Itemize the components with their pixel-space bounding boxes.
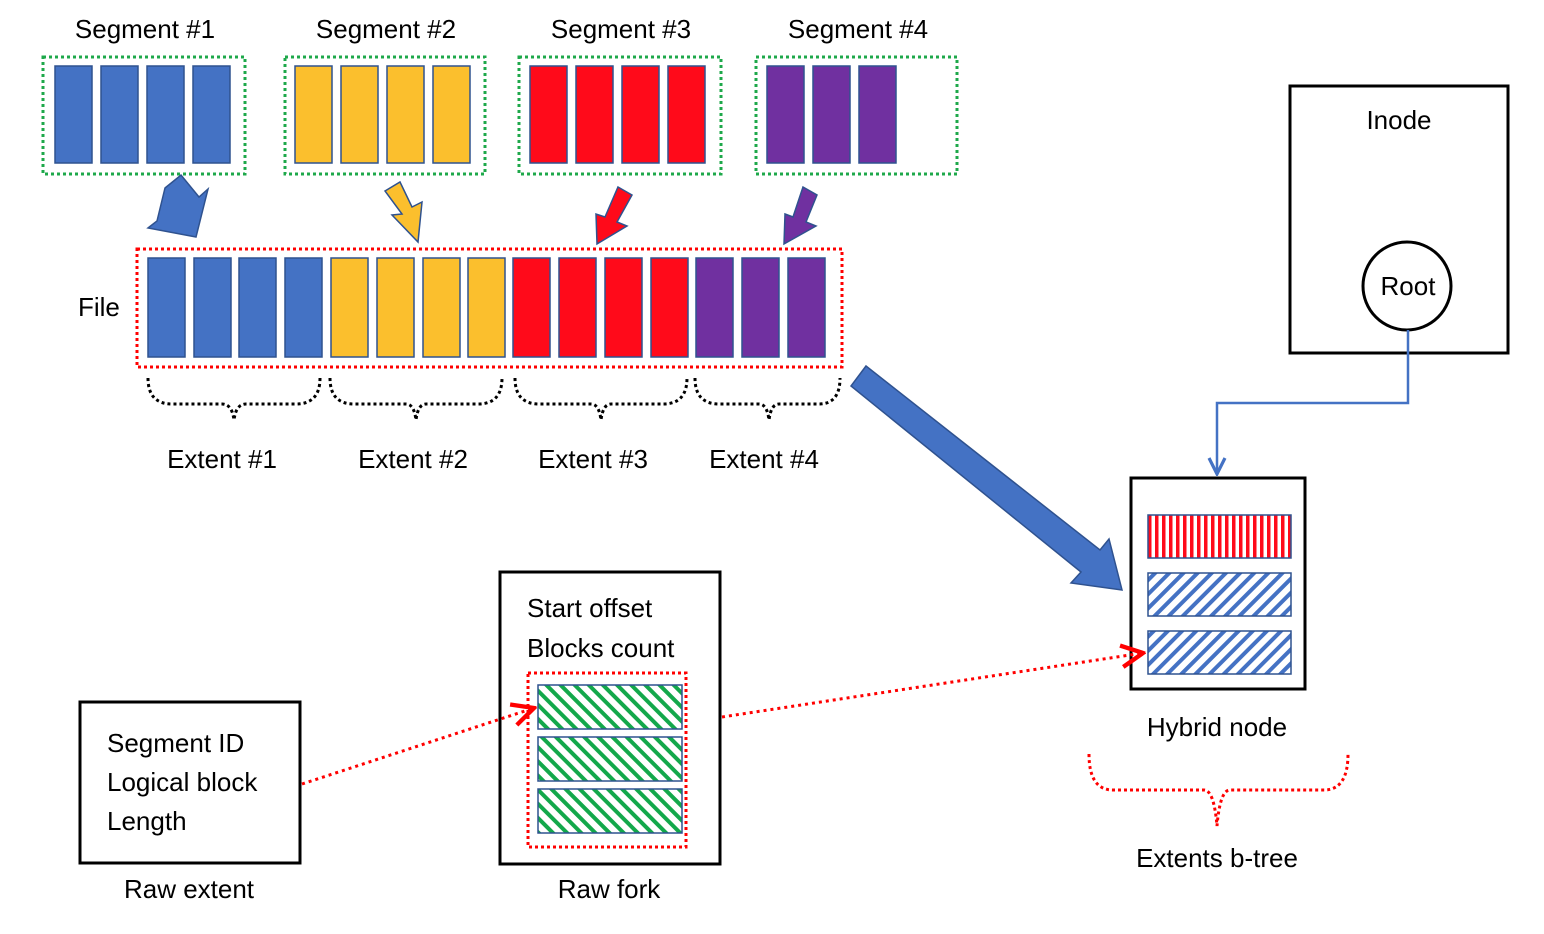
extent-2-label: Extent #2	[358, 444, 468, 474]
file-block	[467, 257, 506, 358]
segment-block	[766, 65, 805, 164]
segment-2-frame	[283, 55, 487, 176]
segment-block	[386, 65, 425, 164]
file-blocks	[147, 257, 826, 358]
extent-1-brace	[146, 377, 322, 421]
segment-block	[54, 65, 93, 164]
segment-block	[529, 65, 568, 164]
segment-block	[146, 65, 185, 164]
file-block	[787, 257, 826, 358]
inode-title: Inode	[1366, 105, 1431, 135]
segment-4-label: Segment #4	[788, 14, 928, 44]
hybrid-record	[1147, 630, 1292, 675]
segment-block	[858, 65, 897, 164]
extents-btree-label: Extents b-tree	[1136, 843, 1298, 873]
file-block	[741, 257, 780, 358]
file-block	[238, 257, 277, 358]
extent-3-label: Extent #3	[538, 444, 648, 474]
segment-3-frame	[517, 55, 723, 176]
extent-2-brace	[328, 377, 504, 421]
raw-extent-segment-id: Segment ID	[107, 728, 244, 758]
file-block	[376, 257, 415, 358]
raw-extent-caption: Raw extent	[124, 874, 255, 904]
hybrid-node-label: Hybrid node	[1147, 712, 1287, 742]
file-block	[284, 257, 323, 358]
segment-2-label: Segment #2	[316, 14, 456, 44]
raw-extent-to-raw-fork-arrow	[301, 708, 534, 786]
segment-1-arrow	[146, 173, 210, 238]
segment-4-frame	[754, 55, 959, 176]
file-label: File	[78, 292, 120, 322]
raw-fork-extent-record	[537, 788, 683, 834]
hybrid-record	[1147, 572, 1292, 617]
segment-1-label: Segment #1	[75, 14, 215, 44]
segment-4: Segment #4	[754, 14, 959, 176]
root-label: Root	[1381, 271, 1437, 301]
segment-block	[812, 65, 851, 164]
raw-fork-extent-record	[537, 736, 683, 782]
raw-extent-length: Length	[107, 806, 187, 836]
raw-fork-caption: Raw fork	[558, 874, 662, 904]
raw-fork-blocks-count: Blocks count	[527, 633, 675, 663]
segment-2: Segment #2	[283, 14, 487, 176]
extent-4-brace	[693, 377, 842, 421]
file-block	[330, 257, 369, 358]
extent-3-brace	[513, 377, 689, 421]
segment-2-arrow	[383, 180, 423, 244]
raw-extent-box	[78, 700, 302, 865]
segment-3-arrow	[595, 185, 634, 246]
segment-block	[575, 65, 614, 164]
file-block	[604, 257, 643, 358]
root-to-hybrid-node-connector	[1217, 330, 1410, 474]
segment-block	[340, 65, 379, 164]
raw-fork-extents-frame	[526, 671, 688, 849]
segment-block	[621, 65, 660, 164]
file-block	[695, 257, 734, 358]
raw-extent-logical-block: Logical block	[107, 767, 258, 797]
file-block	[193, 257, 232, 358]
hybrid-record-index	[1147, 514, 1292, 559]
segment-4-arrow	[783, 185, 818, 246]
extent-1-label: Extent #1	[167, 444, 277, 474]
file-frame	[135, 247, 844, 369]
extent-4-label: Extent #4	[709, 444, 819, 474]
file-block	[650, 257, 689, 358]
file-block	[422, 257, 461, 358]
file-block	[147, 257, 186, 358]
segment-block	[667, 65, 706, 164]
segment-block	[192, 65, 231, 164]
segment-block	[294, 65, 333, 164]
file-block	[512, 257, 551, 358]
segment-3: Segment #3	[517, 14, 723, 176]
file-block	[558, 257, 597, 358]
segment-1: Segment #1	[41, 14, 247, 176]
raw-fork-to-hybrid-node-arrow	[721, 653, 1143, 719]
extents-btree-brace	[1087, 753, 1350, 827]
segment-3-label: Segment #3	[551, 14, 691, 44]
raw-fork-start-offset: Start offset	[527, 593, 653, 623]
raw-fork-extent-record	[537, 684, 683, 730]
file-to-hybrid-node-arrow	[849, 364, 1124, 591]
segment-1-frame	[41, 55, 247, 176]
segment-block	[100, 65, 139, 164]
segment-block	[432, 65, 471, 164]
